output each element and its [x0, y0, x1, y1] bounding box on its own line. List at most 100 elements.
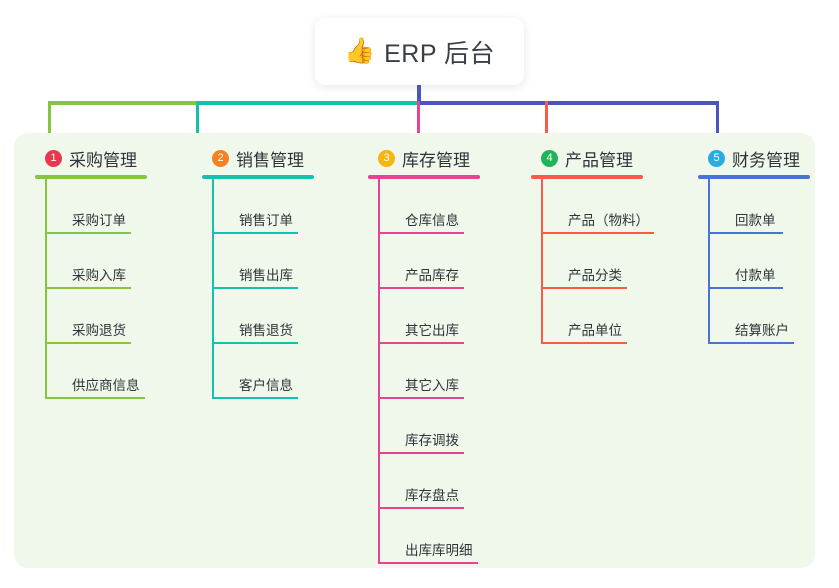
branch-1-header[interactable]: 1 采购管理 — [35, 147, 185, 170]
drop-leg-5 — [716, 101, 719, 147]
branch-2-header[interactable]: 2 销售管理 — [202, 147, 352, 170]
leaf-rule — [378, 232, 464, 234]
branch-1-items: 采购订单 采购入库 采购退货 供应商信息 — [45, 179, 185, 399]
branch-1-badge: 1 — [45, 149, 62, 167]
list-item[interactable]: 仓库信息 — [378, 179, 518, 234]
branch-4-title: 产品管理 — [565, 150, 633, 170]
branch-4-badge: 4 — [541, 149, 558, 167]
branch-4-rule — [531, 175, 643, 179]
leaf-label: 付款单 — [735, 268, 776, 283]
leaf-label: 其它出库 — [405, 323, 459, 338]
list-item[interactable]: 出库库明细 — [378, 509, 518, 564]
leaf-rule — [378, 287, 464, 289]
leaf-label: 仓库信息 — [405, 213, 459, 228]
list-item[interactable]: 销售订单 — [212, 179, 352, 234]
branch-5-title: 财务管理 — [732, 150, 800, 170]
leaf-rule — [45, 342, 131, 344]
drop-leg-3 — [417, 101, 420, 147]
list-item[interactable]: 库存盘点 — [378, 454, 518, 509]
leaf-label: 库存调拨 — [405, 433, 459, 448]
branch-5-rule — [698, 175, 810, 179]
list-item[interactable]: 付款单 — [708, 234, 839, 289]
branch-3-rule — [368, 175, 480, 179]
branch-1-title: 采购管理 — [69, 150, 137, 170]
list-item[interactable]: 客户信息 — [212, 344, 352, 399]
leaf-label: 出库库明细 — [405, 543, 473, 558]
branch-4-spine — [541, 179, 543, 344]
branch-4-items: 产品（物料） 产品分类 产品单位 — [541, 179, 691, 344]
list-item[interactable]: 销售退货 — [212, 289, 352, 344]
bus-segment-2 — [196, 101, 421, 105]
branch-2-rule — [202, 175, 314, 179]
leaf-label: 产品库存 — [405, 268, 459, 283]
list-item[interactable]: 采购入库 — [45, 234, 185, 289]
leaf-label: 供应商信息 — [72, 378, 140, 393]
branch-3-items: 仓库信息 产品库存 其它出库 其它入库 库存调拨 库存盘点 出库库明细 — [378, 179, 518, 564]
list-item[interactable]: 回款单 — [708, 179, 839, 234]
leaf-rule — [541, 287, 627, 289]
list-item[interactable]: 其它入库 — [378, 344, 518, 399]
bus-segment-1 — [48, 101, 198, 105]
list-item[interactable]: 销售出库 — [212, 234, 352, 289]
drop-leg-2 — [196, 101, 199, 147]
leaf-label: 回款单 — [735, 213, 776, 228]
leaf-label: 销售退货 — [239, 323, 293, 338]
drop-leg-1 — [48, 101, 51, 147]
list-item[interactable]: 产品库存 — [378, 234, 518, 289]
list-item[interactable]: 产品单位 — [541, 289, 691, 344]
branch-3-spine — [378, 179, 380, 564]
branch-4: 4 产品管理 产品（物料） 产品分类 产品单位 — [531, 147, 691, 344]
branch-5: 5 财务管理 回款单 付款单 结算账户 — [698, 147, 839, 344]
drop-leg-4 — [545, 101, 548, 147]
leaf-rule — [541, 232, 654, 234]
list-item[interactable]: 其它出库 — [378, 289, 518, 344]
leaf-rule — [708, 342, 794, 344]
branch-5-header[interactable]: 5 财务管理 — [698, 147, 839, 170]
branch-3: 3 库存管理 仓库信息 产品库存 其它出库 其它入库 库存调拨 库存盘点 出库库… — [368, 147, 518, 564]
branch-1-rule — [35, 175, 147, 179]
leaf-label: 产品单位 — [568, 323, 622, 338]
branch-3-header[interactable]: 3 库存管理 — [368, 147, 518, 170]
list-item[interactable]: 采购订单 — [45, 179, 185, 234]
leaf-rule — [212, 342, 298, 344]
leaf-rule — [212, 287, 298, 289]
leaf-label: 产品（物料） — [568, 213, 649, 228]
leaf-rule — [541, 342, 627, 344]
leaf-label: 销售出库 — [239, 268, 293, 283]
leaf-rule — [378, 397, 464, 399]
leaf-label: 产品分类 — [568, 268, 622, 283]
branch-3-title: 库存管理 — [402, 150, 470, 170]
content-panel — [14, 133, 815, 568]
leaf-rule — [45, 232, 131, 234]
branch-5-items: 回款单 付款单 结算账户 — [708, 179, 839, 344]
leaf-rule — [708, 287, 783, 289]
leaf-rule — [378, 507, 464, 509]
leaf-rule — [45, 287, 131, 289]
branch-1-spine — [45, 179, 47, 399]
leaf-rule — [378, 342, 464, 344]
leaf-rule — [708, 232, 783, 234]
leaf-rule — [378, 562, 478, 564]
branch-5-badge: 5 — [708, 149, 725, 167]
list-item[interactable]: 供应商信息 — [45, 344, 185, 399]
list-item[interactable]: 库存调拨 — [378, 399, 518, 454]
branch-4-header[interactable]: 4 产品管理 — [531, 147, 691, 170]
leaf-label: 客户信息 — [239, 378, 293, 393]
list-item[interactable]: 结算账户 — [708, 289, 839, 344]
leaf-rule — [378, 452, 464, 454]
branch-2-title: 销售管理 — [236, 150, 304, 170]
list-item[interactable]: 采购退货 — [45, 289, 185, 344]
leaf-label: 采购订单 — [72, 213, 126, 228]
leaf-label: 销售订单 — [239, 213, 293, 228]
branch-1: 1 采购管理 采购订单 采购入库 采购退货 供应商信息 — [35, 147, 185, 399]
leaf-label: 采购退货 — [72, 323, 126, 338]
leaf-label: 其它入库 — [405, 378, 459, 393]
branch-5-spine — [708, 179, 710, 344]
root-node[interactable]: 👍 ERP 后台 — [315, 18, 524, 85]
branch-2-items: 销售订单 销售出库 销售退货 客户信息 — [212, 179, 352, 399]
list-item[interactable]: 产品分类 — [541, 234, 691, 289]
list-item[interactable]: 产品（物料） — [541, 179, 691, 234]
branch-2: 2 销售管理 销售订单 销售出库 销售退货 客户信息 — [202, 147, 352, 399]
leaf-label: 结算账户 — [735, 323, 789, 338]
